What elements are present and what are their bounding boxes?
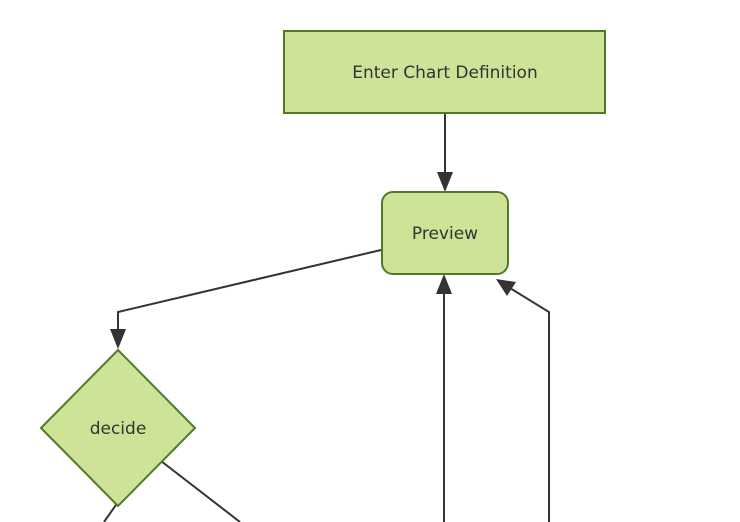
node-enter-chart-definition[interactable]: Enter Chart Definition bbox=[283, 30, 606, 114]
node-decide[interactable]: decide bbox=[39, 348, 197, 508]
edge-preview-to-decide[interactable] bbox=[110, 249, 382, 349]
edge-bottom-right-to-preview[interactable] bbox=[496, 279, 550, 522]
node-preview[interactable]: Preview bbox=[381, 191, 509, 275]
edge-bottom-right-to-preview-line bbox=[504, 284, 550, 522]
edge-decide-left-out-line bbox=[103, 501, 119, 522]
edge-bottom-center-to-preview[interactable] bbox=[436, 274, 452, 522]
edge-decide-right-out-line bbox=[160, 460, 241, 522]
edge-enter-to-preview[interactable] bbox=[437, 114, 453, 192]
arrowhead-icon bbox=[437, 172, 453, 192]
node-preview-shape bbox=[381, 191, 509, 275]
node-decide-shape bbox=[39, 348, 197, 508]
arrowhead-icon bbox=[496, 279, 516, 296]
arrowhead-icon bbox=[110, 329, 126, 349]
arrowhead-icon bbox=[436, 274, 452, 294]
edge-decide-left-out[interactable] bbox=[103, 501, 119, 522]
node-enter-chart-definition-shape bbox=[283, 30, 606, 114]
edge-decide-right-out[interactable] bbox=[160, 460, 241, 522]
edge-preview-to-decide-line bbox=[117, 249, 382, 338]
